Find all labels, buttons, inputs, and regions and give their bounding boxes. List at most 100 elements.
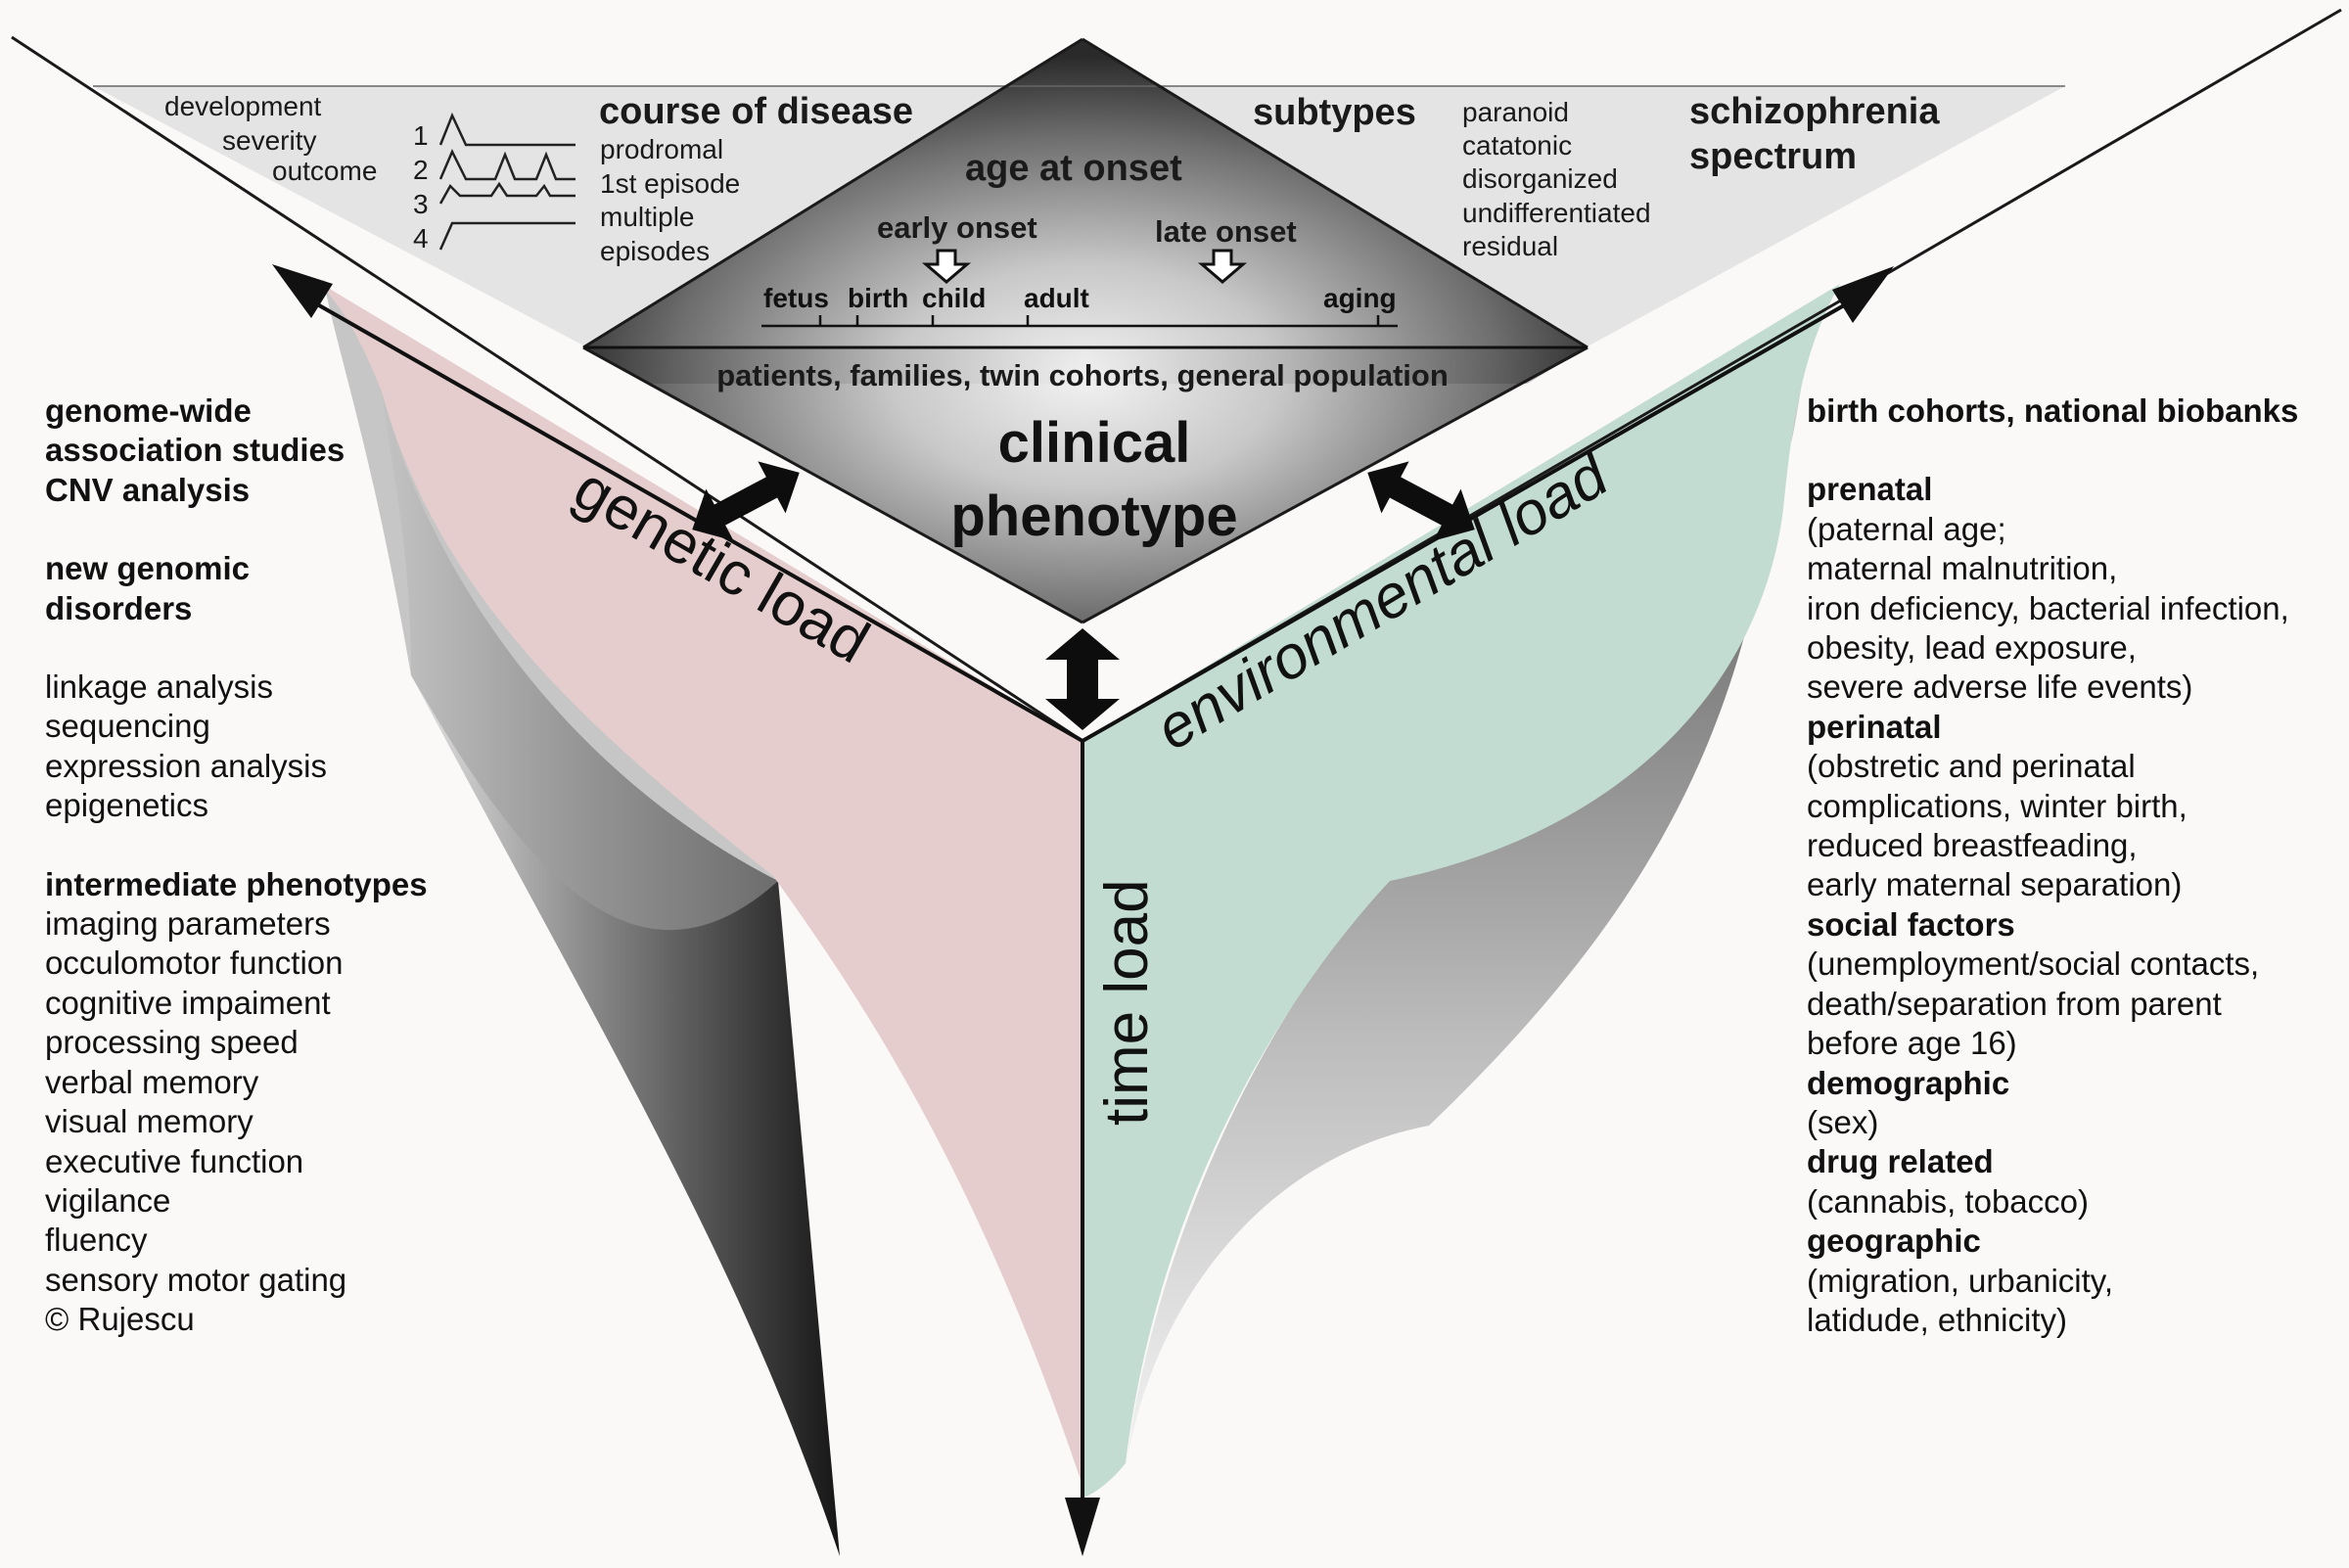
subtypes-heading: subtypes <box>1253 92 1416 133</box>
environmental-axis-arrowhead <box>1832 266 1894 323</box>
environmental-list-item: death/separation from parent <box>1807 985 2222 1022</box>
outer-outline-left <box>11 35 1083 743</box>
genetic-list-item: linkage analysis <box>45 669 273 706</box>
environmental-list-item: (paternal age; <box>1807 510 2006 547</box>
genetic-list-item: fluency <box>45 1222 148 1259</box>
course-curve-2 <box>438 149 576 181</box>
environmental-list-item: (obstretic and perinatal <box>1807 748 2136 785</box>
genetic-list-item: sequencing <box>45 708 210 745</box>
environmental-list-spacer <box>1807 431 2298 470</box>
subtype-residual: residual <box>1462 231 1558 261</box>
genetic-list-item: occulomotor function <box>45 945 344 982</box>
early-onset-label: early onset <box>877 210 1037 245</box>
population-strip <box>583 347 1588 384</box>
environmental-list-item: obesity, lead exposure, <box>1807 629 2137 667</box>
course-dimension-development: development <box>164 91 322 121</box>
genetic-list-item: visual memory <box>45 1103 253 1140</box>
genetic-list-item: epigenetics <box>45 787 208 824</box>
late-onset-arrow-icon <box>1197 249 1248 284</box>
genetic-list-spacer <box>45 510 428 549</box>
diamond-outline-c <box>582 346 1083 624</box>
environmental-load-face <box>1082 284 1840 1498</box>
course-number-2: 2 <box>413 155 429 185</box>
subtype-undifferentiated: undifferentiated <box>1462 198 1651 228</box>
environmental-list-item: (unemployment/social contacts, <box>1807 945 2260 983</box>
schizophrenia-label: schizophrenia <box>1689 91 1940 132</box>
genetic-list-heading: genome-wide <box>45 392 252 429</box>
genetic-list-heading: intermediate phenotypes <box>45 865 428 902</box>
environmental-list-heading: prenatal <box>1807 471 1933 508</box>
subtype-paranoid: paranoid <box>1462 97 1569 127</box>
genetic-list-item: © Rujescu <box>45 1301 195 1338</box>
genetic-phenotype-arrow <box>692 461 800 541</box>
genetic-list-item: verbal memory <box>45 1063 259 1100</box>
genetic-list-spacer <box>45 826 428 865</box>
genetic-list-item: expression analysis <box>45 747 327 784</box>
genetic-list-heading: association studies <box>45 432 345 469</box>
course-dimension-outcome: outcome <box>272 156 377 186</box>
environmental-list-heading: birth cohorts, national biobanks <box>1807 392 2299 429</box>
diamond-outline-a <box>582 37 1083 349</box>
genetic-list-item: processing speed <box>45 1024 299 1061</box>
course-label-first-episode: 1st episode <box>600 168 740 199</box>
genetic-list-item: sensory motor gating <box>45 1261 347 1298</box>
genetic-list-item: vigilance <box>45 1181 171 1219</box>
age-tick-label-birth: birth <box>848 283 908 313</box>
age-tick-label-adult: adult <box>1024 283 1089 313</box>
course-number-1: 1 <box>413 120 429 151</box>
genetic-list-item: executive function <box>45 1142 304 1179</box>
genetic-list-item: cognitive impaiment <box>45 984 331 1021</box>
environmental-list-item: (cannabis, tobacco) <box>1807 1182 2089 1220</box>
environmental-list-item: severe adverse life events) <box>1807 669 2193 706</box>
phenotype-label: phenotype <box>950 484 1237 548</box>
age-tick-label-child: child <box>922 283 986 313</box>
course-label-episodes: episodes <box>600 236 710 266</box>
environmental-list-heading: demographic <box>1807 1064 2010 1101</box>
time-load-label: time load <box>1093 879 1161 1126</box>
genetic-list-heading: CNV analysis <box>45 471 251 508</box>
environmental-list-item: maternal malnutrition, <box>1807 550 2118 587</box>
environmental-axis-line <box>1082 292 1865 743</box>
genetic-axis-arrowhead <box>272 264 333 318</box>
course-number-4: 4 <box>413 223 429 254</box>
age-tick-label-fetus: fetus <box>763 283 829 313</box>
spectrum-label: spectrum <box>1689 136 1857 177</box>
genetic-axis-line <box>298 292 1083 743</box>
late-onset-label: late onset <box>1155 214 1297 249</box>
environmental-list-item: reduced breastfeading, <box>1807 827 2138 864</box>
age-tick-label-aging: aging <box>1323 283 1397 313</box>
clinical-phenotype-diamond <box>583 39 1588 623</box>
course-curve-1 <box>438 112 576 147</box>
genetic-list-spacer <box>45 628 428 668</box>
subtype-catatonic: catatonic <box>1462 130 1572 161</box>
environmental-list-item: (migration, urbanicity, <box>1807 1262 2114 1299</box>
genetic-list-item: imaging parameters <box>45 905 331 943</box>
environmental-list-item: latidude, ethnicity) <box>1807 1301 2067 1338</box>
environmental-list-item: complications, winter birth, <box>1807 787 2188 824</box>
environmental-list-heading: geographic <box>1807 1222 1981 1260</box>
time-axis-arrowhead <box>1065 1498 1100 1556</box>
subtype-disorganized: disorganized <box>1462 163 1618 194</box>
clinical-label: clinical <box>998 411 1191 475</box>
environmental-shade-outer <box>1126 392 1783 1468</box>
course-curve-3 <box>438 181 576 205</box>
environmental-list-heading: perinatal <box>1807 708 1942 745</box>
environmental-list-item: iron deficiency, bacterial infection, <box>1807 589 2289 626</box>
environmental-list-heading: drug related <box>1807 1143 1994 1180</box>
early-onset-arrow-icon <box>921 249 972 284</box>
course-label-multiple: multiple <box>600 202 694 232</box>
course-heading: course of disease <box>599 91 913 132</box>
age-at-onset-heading: age at onset <box>965 148 1182 189</box>
environmental-factors-list: birth cohorts, national biobanks prenatal… <box>1807 392 2298 1340</box>
genetic-list-heading: disorders <box>45 589 193 626</box>
environmental-list-item: before age 16) <box>1807 1025 2017 1062</box>
course-curve-4 <box>438 221 576 251</box>
time-phenotype-arrow <box>1045 628 1120 730</box>
course-label-prodromal: prodromal <box>600 134 723 164</box>
course-number-3: 3 <box>413 189 429 219</box>
diamond-outline-b <box>1082 37 1589 349</box>
diamond-outline-d <box>1082 346 1589 624</box>
